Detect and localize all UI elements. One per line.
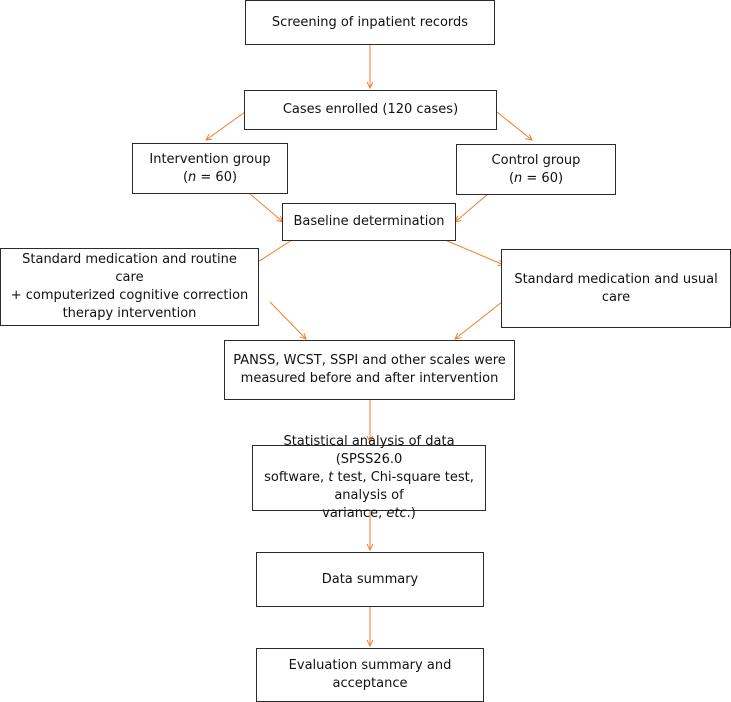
control-group-label: Control group xyxy=(491,152,581,168)
arrow-intervention-care-to-measured xyxy=(269,301,306,339)
intervention-group-box: Intervention group (n = 60) xyxy=(132,143,288,194)
data-summary-box: Data summary xyxy=(256,552,484,607)
intervention-care-box: Standard medication and routine care + c… xyxy=(0,248,259,326)
control-group-box: Control group (n = 60) xyxy=(456,144,616,195)
enrolled-box: Cases enrolled (120 cases) xyxy=(244,90,497,130)
intervention-group-n: (n = 60) xyxy=(182,169,238,185)
measured-line2: measured before and after intervention xyxy=(240,371,499,386)
control-care-box: Standard medication and usual care xyxy=(501,249,731,328)
arrow-baseline-to-intervention-care xyxy=(253,239,293,265)
arrow-control-to-baseline xyxy=(455,193,489,222)
screening-text: Screening of inpatient records xyxy=(271,14,469,30)
statistics-line1: Statistical analysis of data (SPSS26.0 xyxy=(283,434,455,467)
data-summary-text: Data summary xyxy=(321,571,419,587)
arrow-intervention-to-baseline xyxy=(249,193,283,222)
control-group-n: (n = 60) xyxy=(508,170,564,186)
intervention-group-label: Intervention group xyxy=(149,151,271,167)
evaluation-line2: acceptance xyxy=(332,676,408,691)
statistics-line2: software, t test, Chi-square test, analy… xyxy=(264,470,474,503)
measured-line1: PANSS, WCST, SSPI and other scales were xyxy=(233,353,506,368)
screening-box: Screening of inpatient records xyxy=(245,0,495,45)
control-care-line2: care xyxy=(601,289,631,305)
evaluation-box: Evaluation summary and acceptance xyxy=(256,648,484,702)
baseline-box: Baseline determination xyxy=(282,203,456,241)
arrow-control-care-to-measured xyxy=(455,301,503,339)
arrow-enrolled-to-intervention xyxy=(206,111,246,140)
statistics-line3: variance, etc.) xyxy=(322,506,416,521)
evaluation-line1: Evaluation summary and xyxy=(288,658,452,673)
intervention-care-line2: + computerized cognitive correction xyxy=(10,288,249,303)
baseline-text: Baseline determination xyxy=(293,214,445,229)
control-care-line1: Standard medication and usual xyxy=(514,271,718,287)
statistics-box: Statistical analysis of data (SPSS26.0 s… xyxy=(252,434,486,521)
enrolled-text: Cases enrolled (120 cases) xyxy=(282,102,459,117)
intervention-care-line1: Standard medication and routine care xyxy=(22,252,237,285)
arrow-baseline-to-control-care xyxy=(444,239,504,265)
measured-box: PANSS, WCST, SSPI and other scales were … xyxy=(224,340,515,400)
arrow-enrolled-to-control xyxy=(496,111,532,140)
intervention-care-line3: therapy intervention xyxy=(62,306,197,321)
